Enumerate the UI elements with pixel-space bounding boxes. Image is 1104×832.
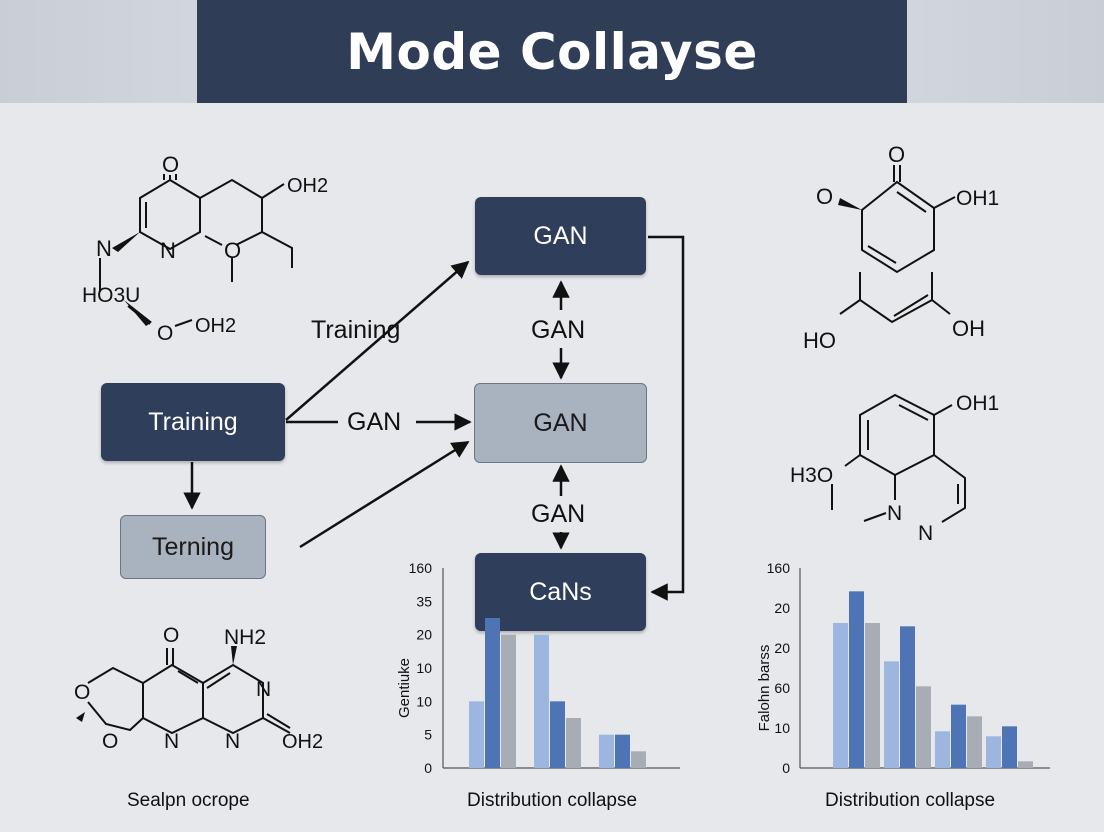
y-axis-label: Falohn barss bbox=[756, 645, 773, 732]
bar bbox=[900, 626, 915, 768]
atom-n: N bbox=[225, 730, 240, 753]
caption-right: Distribution collapse bbox=[825, 790, 996, 811]
y-axis-label: Gentiuke bbox=[396, 658, 413, 718]
atom-o: O bbox=[157, 322, 173, 345]
y-tick-label: 0 bbox=[424, 760, 432, 776]
caption-left: Sealpn ocrope bbox=[127, 790, 250, 811]
bar bbox=[967, 716, 982, 768]
atom-o: O bbox=[888, 142, 905, 167]
atom-o: O bbox=[224, 238, 241, 263]
y-tick-label: 0 bbox=[782, 760, 790, 776]
atom-o: O bbox=[816, 184, 833, 209]
bar bbox=[849, 591, 864, 768]
page-title: Mode Collayse bbox=[197, 0, 907, 103]
gan-mid-box: GAN bbox=[474, 383, 647, 463]
gan-between-label-1: GAN bbox=[531, 316, 586, 344]
atom-oh2: OH2 bbox=[282, 731, 323, 753]
bar bbox=[833, 623, 848, 768]
bar bbox=[916, 686, 931, 768]
bar bbox=[566, 718, 581, 768]
bar bbox=[951, 704, 966, 768]
atom-n: N bbox=[256, 678, 271, 701]
y-tick-label: 20 bbox=[416, 627, 432, 643]
bar bbox=[615, 734, 630, 768]
atom-oh1: OH1 bbox=[956, 392, 999, 415]
terning-box: Terning bbox=[120, 515, 266, 579]
atom-n: N bbox=[887, 502, 902, 525]
atom-oh1: OH1 bbox=[956, 187, 999, 210]
atom-o: O bbox=[74, 681, 90, 704]
atom-n: N bbox=[96, 236, 112, 261]
bar bbox=[986, 736, 1001, 768]
gan-between-label-2: GAN bbox=[531, 500, 586, 528]
y-tick-label: 20 bbox=[774, 640, 790, 656]
bar bbox=[485, 618, 500, 768]
bar bbox=[599, 734, 614, 768]
y-tick-label: 10 bbox=[416, 693, 432, 709]
atom-h3o: H3O bbox=[790, 464, 833, 487]
arrow-terning-to-gan-mid bbox=[299, 440, 470, 549]
gan-arrow-label: GAN bbox=[347, 408, 402, 436]
bar bbox=[935, 731, 950, 768]
y-tick-label: 160 bbox=[409, 560, 433, 576]
bar bbox=[550, 701, 565, 768]
bar bbox=[1018, 761, 1033, 768]
bar bbox=[501, 634, 516, 768]
bar bbox=[865, 623, 880, 768]
gan-top-box: GAN bbox=[475, 197, 646, 275]
atom-n: N bbox=[918, 522, 933, 545]
arrow-feedback-loop bbox=[648, 235, 685, 601]
atom-nh2: NH2 bbox=[224, 626, 266, 649]
caption-center: Distribution collapse bbox=[467, 790, 638, 811]
bar bbox=[469, 701, 484, 768]
bar bbox=[534, 634, 549, 768]
atom-n: N bbox=[164, 730, 179, 753]
atom-ho3u: HO3U bbox=[82, 284, 140, 307]
arrow-training-to-gan-top bbox=[285, 260, 470, 421]
y-tick-label: 35 bbox=[416, 593, 432, 609]
bar bbox=[631, 751, 646, 768]
atom-oh2: OH2 bbox=[195, 315, 236, 337]
atom-o: O bbox=[162, 152, 179, 177]
y-tick-label: 10 bbox=[774, 720, 790, 736]
training-label: Training bbox=[311, 316, 401, 344]
atom-ho: HO bbox=[803, 328, 836, 353]
y-tick-label: 20 bbox=[774, 600, 790, 616]
y-tick-label: 5 bbox=[424, 727, 432, 743]
training-box: Training bbox=[101, 383, 285, 461]
bar bbox=[1002, 726, 1017, 768]
y-tick-label: 10 bbox=[416, 660, 432, 676]
cans-box: CaNs bbox=[475, 553, 646, 631]
atom-o: O bbox=[163, 624, 179, 647]
atom-oh: OH bbox=[952, 316, 985, 341]
y-tick-label: 60 bbox=[774, 680, 790, 696]
atom-o: O bbox=[102, 730, 118, 753]
atom-oh2: OH2 bbox=[287, 175, 328, 197]
bar bbox=[884, 661, 899, 768]
atom-n: N bbox=[160, 238, 176, 263]
y-tick-label: 160 bbox=[767, 560, 791, 576]
